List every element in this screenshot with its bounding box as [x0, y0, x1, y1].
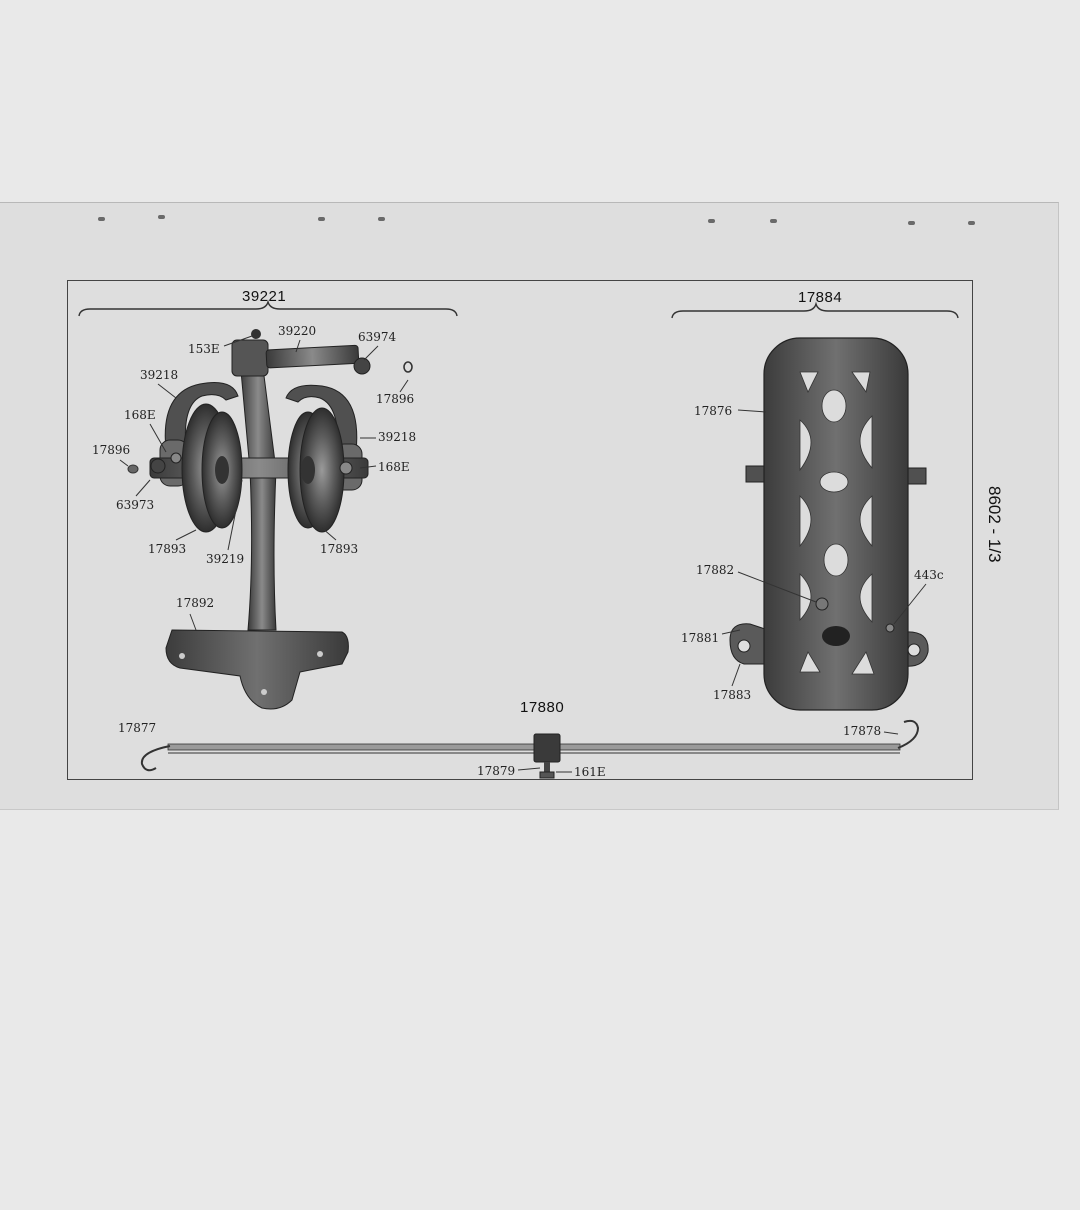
clamp-17879 — [533, 733, 561, 763]
assembly-17880 — [140, 719, 920, 779]
callout-153e: 153E — [188, 342, 220, 356]
callout-17893-left: 17893 — [148, 542, 187, 556]
diagram-frame — [67, 280, 973, 780]
callout-168e-left: 168E — [124, 408, 156, 422]
group-title-right: 17884 — [798, 289, 843, 306]
callout-17883: 17883 — [713, 688, 752, 702]
callout-39218-left: 39218 — [140, 368, 179, 382]
group-title-left: 39221 — [242, 288, 287, 305]
punch-hole — [908, 221, 915, 225]
callout-168e-right: 168E — [378, 460, 410, 474]
callout-39220: 39220 — [278, 324, 317, 338]
punch-hole — [378, 217, 385, 221]
callout-63974: 63974 — [358, 330, 397, 344]
punch-hole — [158, 215, 165, 219]
callout-17881: 17881 — [681, 631, 720, 645]
callout-17882: 17882 — [696, 563, 735, 577]
callout-17879: 17879 — [477, 764, 516, 778]
callout-17896-left: 17896 — [92, 443, 131, 457]
callout-39218-right: 39218 — [378, 430, 417, 444]
assembly-39221 — [119, 329, 413, 710]
assembly-17884 — [721, 337, 929, 711]
punch-hole — [968, 221, 975, 225]
base-17892 — [165, 629, 349, 710]
callout-17892: 17892 — [176, 596, 215, 610]
callout-17896-top: 17896 — [376, 392, 415, 406]
brace-17884 — [671, 301, 959, 319]
punch-hole — [98, 217, 105, 221]
brace-39221 — [78, 299, 458, 317]
callout-39219: 39219 — [206, 552, 245, 566]
group-title-bottom: 17880 — [520, 699, 565, 716]
punch-hole — [318, 217, 325, 221]
callout-443c: 443c — [914, 568, 944, 582]
callout-17877: 17877 — [118, 721, 157, 735]
callout-161e: 161E — [574, 765, 606, 779]
callout-17878: 17878 — [843, 724, 882, 738]
plate-code: 8602 - 1/3 — [985, 486, 1004, 563]
punch-hole — [770, 219, 777, 223]
callout-17876: 17876 — [694, 404, 733, 418]
punch-hole — [708, 219, 715, 223]
stand-column — [247, 469, 277, 631]
callout-63973: 63973 — [116, 498, 155, 512]
callout-17893-right: 17893 — [320, 542, 359, 556]
